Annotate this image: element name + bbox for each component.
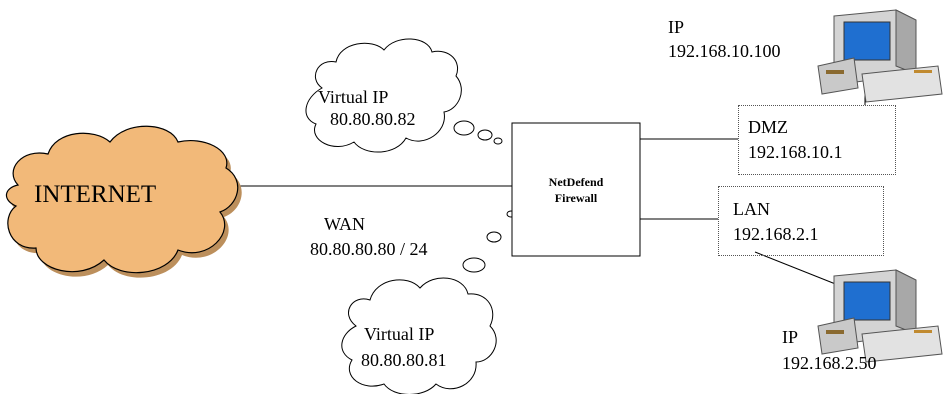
virtual-ip-top-cloud-shape [305, 38, 462, 153]
dmz-computer-icon [817, 9, 943, 103]
dmz-address: 192.168.10.1 [748, 142, 843, 162]
lan-computer-icon [817, 269, 943, 363]
wan-address: 80.80.80.80 / 24 [310, 239, 428, 259]
dmz-host-ip-label: IP [668, 17, 685, 37]
thought-bubble-icon [453, 120, 475, 136]
thought-bubble-icon [493, 137, 503, 145]
firewall-box [511, 122, 641, 257]
dmz-label: DMZ [748, 117, 788, 137]
firewall-label: NetDefend Firewall [512, 174, 640, 206]
monitor-screen-icon [843, 281, 891, 321]
dmz-host-ip-address: 192.168.10.100 [668, 41, 781, 61]
thought-bubble-icon [462, 257, 486, 273]
lan-address: 192.168.2.1 [733, 224, 819, 244]
virtual-ip-top-label: Virtual IP [318, 87, 389, 107]
virtual-ip-bottom-cloud-icon [341, 210, 516, 394]
wan-label: WAN [324, 214, 365, 234]
monitor-screen-icon [843, 21, 891, 61]
lan-host-ip-label: IP [782, 327, 799, 347]
virtual-ip-top-address: 80.80.80.82 [330, 109, 416, 129]
virtual-ip-bottom-address: 80.80.80.81 [361, 350, 447, 370]
virtual-ip-bottom-label: Virtual IP [364, 324, 435, 344]
internet-cloud-icon [5, 125, 242, 278]
dmz-interface-box [738, 105, 896, 175]
thought-bubble-icon [486, 231, 502, 243]
thought-bubble-icon [477, 129, 493, 141]
lan-interface-box [718, 186, 884, 256]
lan-host-link-line [754, 251, 839, 286]
virtual-ip-bottom-cloud-shape [341, 277, 497, 394]
lan-host-ip-address: 192.168.2.50 [782, 353, 877, 373]
virtual-ip-top-cloud-icon [305, 38, 503, 153]
internet-cloud-shape [5, 125, 239, 274]
firewall-label-line2: Firewall [554, 191, 598, 206]
firewall-label-line1: NetDefend [548, 175, 604, 189]
lan-label: LAN [733, 199, 770, 219]
internet-label: INTERNET [34, 181, 157, 208]
